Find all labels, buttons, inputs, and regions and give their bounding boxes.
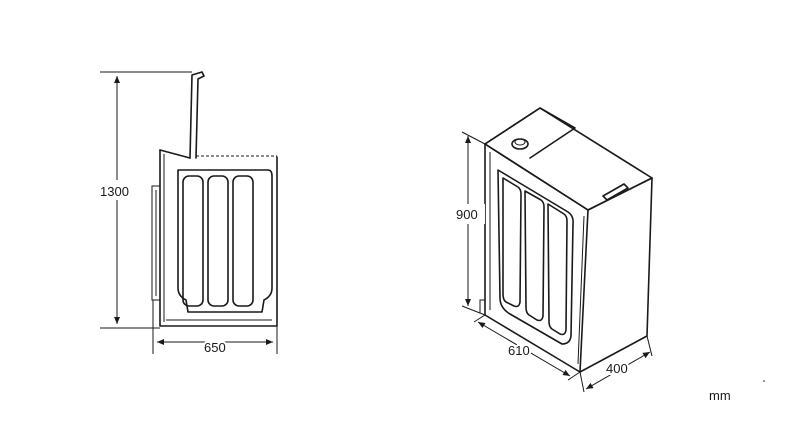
iso-width-label: 400 <box>606 361 628 376</box>
side-depth-label: 650 <box>204 340 226 355</box>
iso-depth-dimension <box>473 314 581 381</box>
side-depth-dimension <box>152 300 278 354</box>
side-height-label: 1300 <box>100 184 129 199</box>
iso-height-dimension <box>455 131 486 316</box>
iso-height-label: 900 <box>456 207 478 222</box>
iso-width-dimension <box>579 335 653 393</box>
iso-view-machine <box>479 107 653 373</box>
units-label: mm <box>709 388 731 403</box>
iso-depth-label: 610 <box>508 343 530 358</box>
side-height-dimension <box>100 71 192 329</box>
side-view-machine <box>151 71 278 327</box>
